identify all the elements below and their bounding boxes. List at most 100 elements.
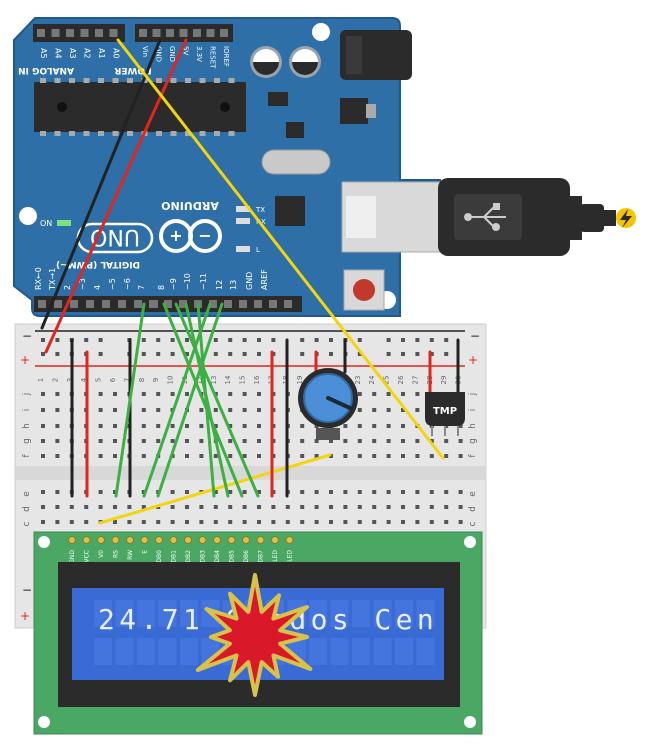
breadboard-hole[interactable]: [242, 520, 247, 524]
breadboard-hole[interactable]: [41, 520, 45, 524]
breadboard-hole[interactable]: [185, 505, 189, 509]
breadboard-hole[interactable]: [41, 505, 45, 509]
breadboard-hole[interactable]: [199, 505, 204, 509]
breadboard-hole[interactable]: [372, 490, 377, 494]
breadboard-hole[interactable]: [185, 338, 189, 342]
breadboard-hole[interactable]: [170, 338, 175, 342]
breadboard-hole[interactable]: [170, 505, 175, 509]
breadboard-hole[interactable]: [329, 520, 333, 524]
breadboard-hole[interactable]: [242, 454, 247, 458]
header-pin[interactable]: [109, 29, 118, 37]
breadboard-hole[interactable]: [242, 408, 247, 412]
breadboard-hole[interactable]: [199, 439, 204, 443]
breadboard-hole[interactable]: [314, 439, 319, 443]
breadboard-hole[interactable]: [98, 352, 103, 356]
breadboard-hole[interactable]: [444, 520, 449, 524]
breadboard-hole[interactable]: [213, 490, 218, 494]
breadboard-hole[interactable]: [386, 424, 391, 428]
breadboard-hole[interactable]: [257, 408, 261, 412]
header-pin[interactable]: [38, 300, 46, 308]
breadboard-hole[interactable]: [444, 338, 449, 342]
breadboard-hole[interactable]: [257, 392, 261, 396]
breadboard-hole[interactable]: [458, 520, 463, 524]
breadboard-hole[interactable]: [185, 424, 189, 428]
breadboard-hole[interactable]: [98, 424, 103, 428]
breadboard-hole[interactable]: [41, 392, 45, 396]
lcd-pin[interactable]: [213, 536, 221, 544]
temperature-sensor[interactable]: TMP: [425, 392, 465, 436]
breadboard-hole[interactable]: [257, 338, 261, 342]
breadboard-hole[interactable]: [429, 454, 434, 458]
breadboard-hole[interactable]: [372, 392, 377, 396]
breadboard-hole[interactable]: [170, 352, 175, 356]
breadboard-hole[interactable]: [156, 338, 161, 342]
header-pin[interactable]: [95, 29, 103, 37]
breadboard-hole[interactable]: [257, 352, 261, 356]
breadboard-hole[interactable]: [141, 424, 146, 428]
breadboard-hole[interactable]: [228, 424, 233, 428]
lcd-pin[interactable]: [256, 536, 265, 544]
breadboard-hole[interactable]: [386, 490, 391, 494]
breadboard-hole[interactable]: [444, 490, 449, 494]
breadboard-hole[interactable]: [429, 490, 434, 494]
wire-pot-v0[interactable]: [98, 453, 332, 525]
wire-gnd[interactable]: [40, 38, 162, 330]
breadboard-hole[interactable]: [98, 439, 103, 443]
breadboard-hole[interactable]: [415, 520, 420, 524]
breadboard-hole[interactable]: [372, 505, 377, 509]
breadboard-hole[interactable]: [156, 392, 161, 396]
breadboard-hole[interactable]: [386, 338, 391, 342]
lcd-pin[interactable]: [169, 536, 178, 544]
breadboard-hole[interactable]: [357, 490, 362, 494]
lcd-pin[interactable]: [227, 536, 236, 544]
header-pin[interactable]: [209, 300, 217, 308]
breadboard-hole[interactable]: [415, 338, 420, 342]
header-pin[interactable]: [193, 29, 201, 37]
breadboard-hole[interactable]: [357, 338, 362, 342]
breadboard-hole[interactable]: [41, 408, 45, 412]
lcd-pin[interactable]: [68, 536, 76, 544]
breadboard-hole[interactable]: [213, 352, 218, 356]
wire-a0-sensor[interactable]: [116, 38, 445, 460]
breadboard-hole[interactable]: [386, 392, 391, 396]
breadboard-hole[interactable]: [343, 439, 348, 443]
potentiometer[interactable]: [298, 368, 358, 440]
breadboard-hole[interactable]: [415, 454, 420, 458]
header-pin[interactable]: [284, 300, 292, 308]
breadboard-hole[interactable]: [55, 454, 60, 458]
breadboard-hole[interactable]: [257, 424, 261, 428]
breadboard-hole[interactable]: [170, 424, 175, 428]
breadboard-hole[interactable]: [444, 454, 449, 458]
analog-header[interactable]: [33, 24, 125, 42]
breadboard-hole[interactable]: [242, 338, 247, 342]
breadboard-hole[interactable]: [141, 439, 146, 443]
breadboard-hole[interactable]: [300, 439, 305, 443]
breadboard-hole[interactable]: [415, 505, 420, 509]
breadboard-hole[interactable]: [41, 454, 45, 458]
breadboard-hole[interactable]: [444, 439, 449, 443]
wire-5v[interactable]: [44, 38, 188, 354]
breadboard-hole[interactable]: [458, 454, 463, 458]
breadboard-hole[interactable]: [228, 352, 233, 356]
breadboard-hole[interactable]: [228, 454, 233, 458]
breadboard-hole[interactable]: [41, 439, 45, 443]
breadboard-hole[interactable]: [55, 408, 60, 412]
header-pin[interactable]: [118, 300, 126, 308]
breadboard-hole[interactable]: [401, 424, 405, 428]
breadboard-hole[interactable]: [357, 352, 362, 356]
lcd-pin[interactable]: [82, 536, 91, 544]
breadboard-hole[interactable]: [170, 520, 175, 524]
breadboard-hole[interactable]: [314, 454, 319, 458]
header-pin[interactable]: [166, 29, 174, 37]
breadboard-hole[interactable]: [386, 505, 391, 509]
breadboard-hole[interactable]: [444, 352, 449, 356]
breadboard-hole[interactable]: [415, 408, 420, 412]
breadboard-hole[interactable]: [55, 338, 60, 342]
breadboard-hole[interactable]: [84, 505, 89, 509]
breadboard-hole[interactable]: [314, 338, 319, 342]
header-pin[interactable]: [224, 300, 232, 308]
breadboard-hole[interactable]: [170, 439, 175, 443]
breadboard-hole[interactable]: [185, 392, 189, 396]
breadboard-hole[interactable]: [444, 505, 449, 509]
header-pin[interactable]: [239, 300, 247, 308]
